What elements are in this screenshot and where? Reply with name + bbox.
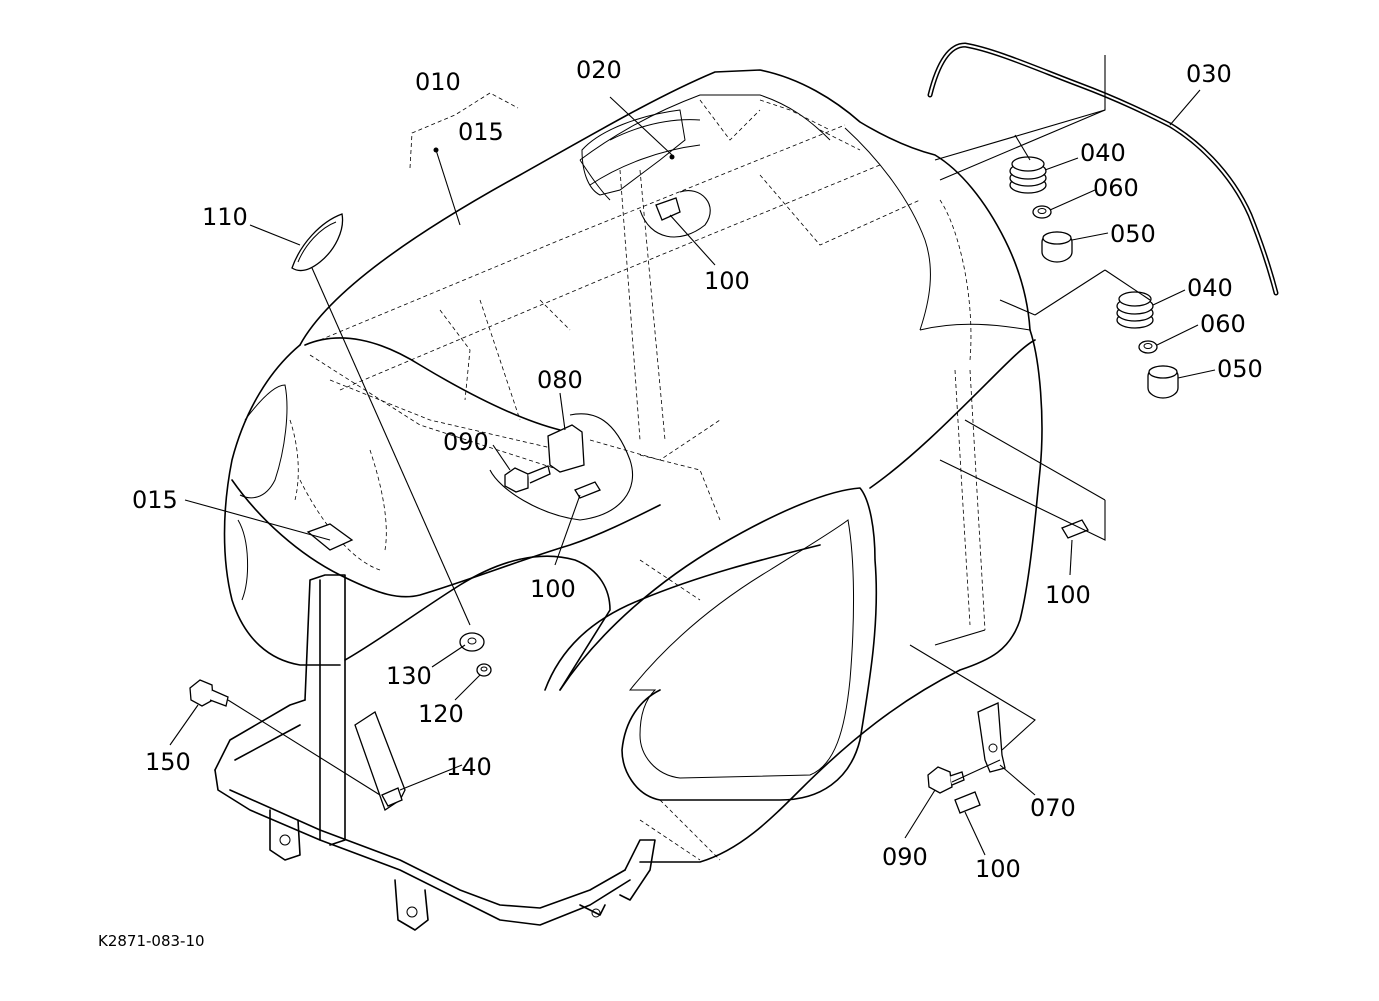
hidden-lines	[289, 99, 986, 861]
part-100-clip-d	[954, 791, 981, 814]
callout-110: 110	[202, 203, 248, 231]
callout-130: 130	[386, 662, 432, 690]
callout-060-lower: 060	[1200, 310, 1246, 338]
part-060-lower	[1138, 340, 1158, 354]
drawing-code: K2871-083-10	[98, 932, 205, 950]
callout-090-upper: 090	[443, 428, 489, 456]
callout-150: 150	[145, 748, 191, 776]
callout-080: 080	[537, 366, 583, 394]
part-130-washer	[459, 632, 485, 652]
part-015-decal	[306, 523, 354, 551]
callout-030: 030	[1186, 60, 1232, 88]
hood-body	[223, 69, 1043, 863]
part-040-spring-upper	[1009, 156, 1047, 194]
part-150-bolt	[189, 679, 229, 707]
callout-060-upper: 060	[1093, 174, 1139, 202]
front-frame	[214, 574, 656, 931]
callout-100-bottom: 100	[975, 855, 1021, 883]
callout-015-bottom: 015	[132, 486, 178, 514]
callout-015-top: 015	[458, 118, 504, 146]
part-090-bolt-lower	[927, 766, 965, 794]
callout-070: 070	[1030, 794, 1076, 822]
parts	[189, 42, 1279, 814]
part-040-spring-lower	[1116, 291, 1154, 329]
callout-140: 140	[446, 753, 492, 781]
leader-lines	[169, 55, 1216, 856]
callout-100-top: 100	[704, 267, 750, 295]
part-110-emblem	[291, 213, 344, 272]
callout-100-middle: 100	[530, 575, 576, 603]
callout-040-upper: 040	[1080, 139, 1126, 167]
callout-120: 120	[418, 700, 464, 728]
callout-010: 010	[415, 68, 461, 96]
part-100-clip-a	[655, 197, 681, 221]
part-070-bracket	[977, 702, 1006, 773]
callout-020: 020	[576, 56, 622, 84]
part-100-clip-c	[1061, 519, 1089, 539]
part-090-bolt-upper	[504, 465, 551, 493]
part-140-bracket	[354, 711, 406, 812]
part-080-bracket	[547, 424, 585, 473]
callout-040-lower: 040	[1187, 274, 1233, 302]
callout-050-upper: 050	[1110, 220, 1156, 248]
callout-100-right: 100	[1045, 581, 1091, 609]
part-060-upper	[1032, 205, 1052, 219]
callout-090-lower: 090	[882, 843, 928, 871]
callout-labels: 010 015 015 020 030 040 060 050 040 060 …	[98, 56, 1263, 950]
callout-050-lower: 050	[1217, 355, 1263, 383]
part-100-clip-b	[574, 481, 601, 499]
part-120-washer	[476, 663, 492, 677]
